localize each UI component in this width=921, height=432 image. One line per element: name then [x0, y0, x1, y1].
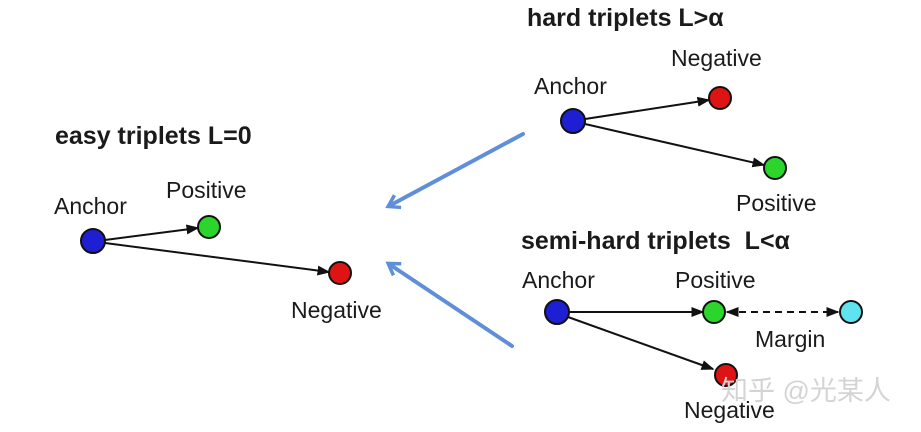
- semihard-negative-label: Negative: [684, 397, 775, 423]
- semihard-triplets-group: [544, 299, 863, 387]
- semihard-to-easy-flow-arrow: [385, 261, 514, 348]
- easy-anchor-point: [80, 228, 106, 254]
- hard-negative-point: [708, 86, 732, 110]
- easy-negative-point: [328, 261, 352, 285]
- semihard-margin-label: Margin: [755, 326, 826, 352]
- hard-anchor-to-positive-arrow: [584, 123, 766, 168]
- semihard-anchor-to-negative-arrow: [567, 316, 715, 370]
- hard-to-easy-flow-arrow: [385, 132, 525, 210]
- semihard-positive-label: Positive: [675, 267, 756, 293]
- semihard-negative-point: [714, 363, 738, 387]
- hard-anchor-to-negative-arrow: [584, 96, 711, 120]
- easy-positive-label: Positive: [166, 177, 247, 203]
- easy-triplets-title: easy triplets L=0: [55, 122, 252, 150]
- watermark: 知乎 @光某人: [721, 376, 891, 406]
- easy-anchor-to-positive-arrow: [104, 224, 200, 241]
- hard-positive-point: [763, 156, 787, 180]
- semihard-triplets-title: semi-hard triplets L<α: [521, 227, 790, 255]
- easy-anchor-label: Anchor: [54, 193, 127, 219]
- hard-positive-label: Positive: [736, 190, 817, 216]
- semihard-positive-point: [702, 300, 726, 324]
- flow-arrows: [385, 132, 525, 348]
- semihard-anchor-point: [544, 299, 570, 325]
- easy-triplets-group: [80, 215, 352, 285]
- hard-anchor-point: [560, 108, 586, 134]
- hard-triplets-title: hard triplets L>α: [527, 4, 724, 32]
- semihard-margin-point: [839, 300, 863, 324]
- easy-negative-label: Negative: [291, 297, 382, 323]
- semihard-anchor-label: Anchor: [522, 267, 595, 293]
- hard-triplets-group: [560, 86, 787, 180]
- hard-anchor-label: Anchor: [534, 73, 607, 99]
- hard-negative-label: Negative: [671, 45, 762, 71]
- easy-positive-point: [197, 215, 221, 239]
- easy-anchor-to-negative-arrow: [104, 242, 331, 276]
